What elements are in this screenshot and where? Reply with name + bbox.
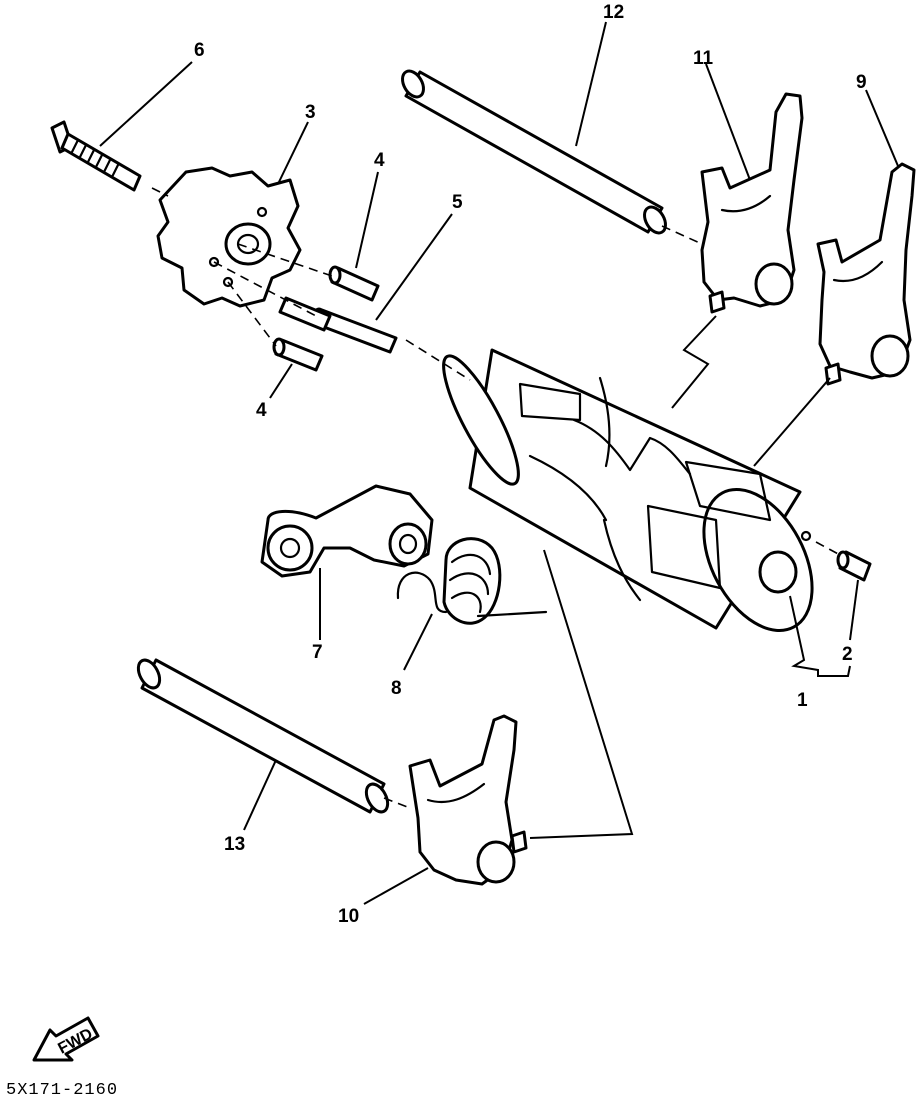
part-7-stopper-lever xyxy=(260,484,434,578)
part-4-pin-lower xyxy=(272,337,324,372)
fwd-arrow-icon: FWD xyxy=(32,1016,100,1062)
drawing-code: 5X171-2160 xyxy=(6,1081,118,1100)
part-8-torsion-spring xyxy=(396,537,548,625)
part-10-shift-fork xyxy=(408,714,528,886)
part-12-shift-rod xyxy=(401,69,667,235)
part-3-segment xyxy=(156,166,302,308)
part-4-pin-upper xyxy=(328,265,380,302)
callout-7: 7 xyxy=(312,642,323,663)
callout-9: 9 xyxy=(856,72,867,93)
callout-3: 3 xyxy=(305,102,316,123)
callout-13: 13 xyxy=(224,834,245,855)
connection-lines xyxy=(151,187,843,839)
part-13-shift-rod xyxy=(136,658,390,814)
part-5-pin-long xyxy=(278,296,398,354)
callout-4-upper: 4 xyxy=(374,150,385,171)
callout-10: 10 xyxy=(338,906,359,927)
part-11-shift-fork xyxy=(700,92,804,314)
callout-4-lower: 4 xyxy=(256,400,267,421)
part-6-bolt xyxy=(50,120,142,192)
leader-lines xyxy=(99,21,899,905)
part-1-shift-drum xyxy=(442,348,814,632)
part-2-pin xyxy=(836,550,872,582)
callout-11: 11 xyxy=(693,48,714,69)
callout-numbers: 6 3 4 5 4 12 11 9 7 8 2 1 13 10 xyxy=(194,2,867,927)
callout-5: 5 xyxy=(452,192,463,213)
callout-8: 8 xyxy=(391,678,402,699)
callout-1: 1 xyxy=(797,690,808,711)
callout-6: 6 xyxy=(194,40,205,61)
part-9-shift-fork xyxy=(816,162,916,386)
callout-12: 12 xyxy=(603,2,624,23)
callout-2: 2 xyxy=(842,644,853,665)
